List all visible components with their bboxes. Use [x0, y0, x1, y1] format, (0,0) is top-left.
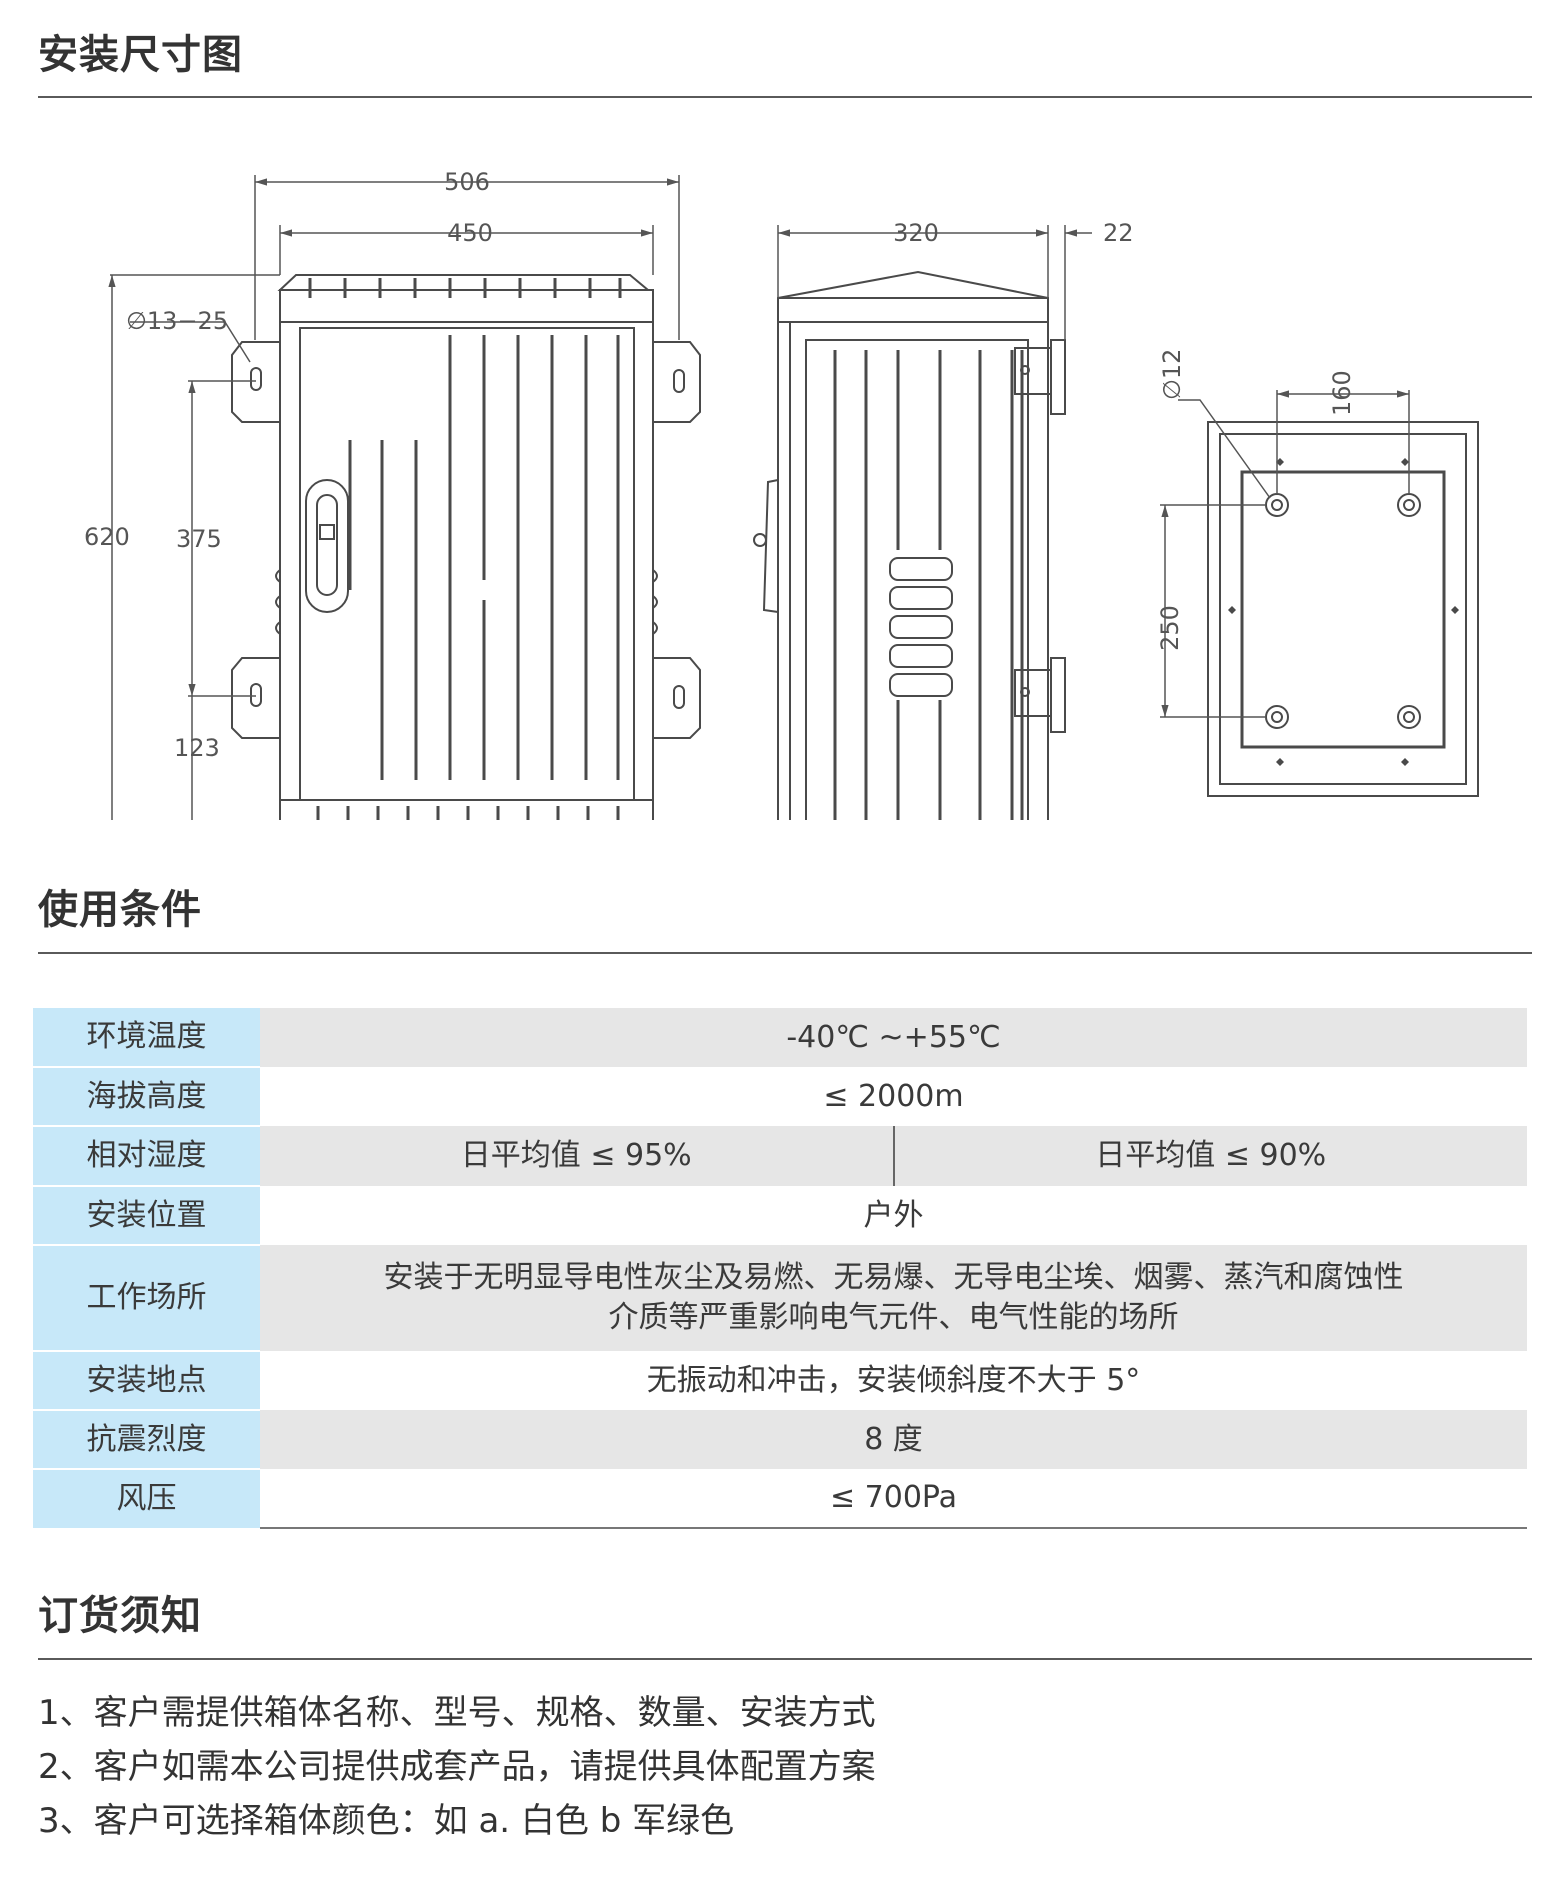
- order-section-title: 订货须知: [38, 1593, 202, 1639]
- dim-depth-320: 320: [893, 219, 939, 247]
- table-row: 风压 ≤ 700Pa: [33, 1469, 1527, 1529]
- drawing-section-title: 安装尺寸图: [38, 32, 243, 78]
- row-value: 无振动和冲击，安装倾斜度不大于 5°: [260, 1351, 1527, 1410]
- row-label: 工作场所: [33, 1245, 260, 1352]
- installation-dimension-drawing: 506 450 620 375 123 ∅13−25 320 22 ∅12 16…: [84, 168, 1479, 820]
- dim-mount-250: 250: [1156, 605, 1184, 651]
- section-divider: [38, 1658, 1532, 1660]
- row-label: 相对湿度: [33, 1126, 260, 1187]
- row-value-right: 日平均值 ≤ 90%: [893, 1126, 1527, 1186]
- table-row: 海拔高度 ≤ 2000m: [33, 1067, 1527, 1127]
- usage-conditions-table: 环境温度 -40℃ ~+55℃ 海拔高度 ≤ 2000m 相对湿度 日平均值 ≤…: [33, 1008, 1527, 1529]
- dim-mount-160: 160: [1328, 370, 1356, 416]
- row-value: -40℃ ~+55℃: [260, 1008, 1527, 1067]
- row-label: 海拔高度: [33, 1067, 260, 1127]
- table-row: 安装地点 无振动和冲击，安装倾斜度不大于 5°: [33, 1351, 1527, 1411]
- section-divider: [38, 952, 1532, 954]
- side-view: [753, 270, 1066, 820]
- mounting-view: [1207, 421, 1479, 797]
- row-value: ≤ 2000m: [260, 1067, 1527, 1126]
- value-line: 安装于无明显导电性灰尘及易燃、无易爆、无导电尘埃、烟雾、蒸汽和腐蚀性: [383, 1260, 1404, 1295]
- row-value-left: 日平均值 ≤ 95%: [260, 1126, 895, 1186]
- row-value: 8 度: [260, 1410, 1527, 1469]
- dim-height-123: 123: [174, 734, 220, 762]
- row-value: 安装于无明显导电性灰尘及易燃、无易爆、无导电尘埃、烟雾、蒸汽和腐蚀性 介质等严重…: [260, 1245, 1527, 1351]
- table-row: 安装位置 户外: [33, 1186, 1527, 1246]
- value-line: 介质等严重影响电气元件、电气性能的场所: [608, 1300, 1179, 1335]
- dim-width-506: 506: [444, 168, 490, 196]
- dim-width-450: 450: [447, 219, 493, 247]
- dim-height-620: 620: [84, 523, 130, 551]
- table-row: 抗震烈度 8 度: [33, 1410, 1527, 1470]
- order-notes-list: 1、客户需提供箱体名称、型号、规格、数量、安装方式 2、客户如需本公司提供成套产…: [38, 1686, 876, 1848]
- row-label: 环境温度: [33, 1008, 260, 1068]
- list-item: 1、客户需提供箱体名称、型号、规格、数量、安装方式: [38, 1693, 876, 1733]
- dim-height-375: 375: [176, 525, 222, 553]
- row-value: 户外: [260, 1186, 1527, 1245]
- row-value: ≤ 700Pa: [260, 1469, 1527, 1529]
- row-label: 风压: [33, 1469, 260, 1528]
- conditions-section-title: 使用条件: [38, 887, 202, 933]
- table-row: 工作场所 安装于无明显导电性灰尘及易燃、无易爆、无导电尘埃、烟雾、蒸汽和腐蚀性 …: [33, 1245, 1527, 1352]
- dim-mount-hole-12: ∅12: [1158, 349, 1186, 400]
- table-row: 环境温度 -40℃ ~+55℃: [33, 1008, 1527, 1068]
- dim-offset-22: 22: [1103, 219, 1134, 247]
- table-row: 相对湿度 日平均值 ≤ 95% 日平均值 ≤ 90%: [33, 1126, 1527, 1187]
- row-label: 安装地点: [33, 1351, 260, 1411]
- row-label: 抗震烈度: [33, 1410, 260, 1470]
- row-label: 安装位置: [33, 1186, 260, 1246]
- front-view: [231, 274, 701, 820]
- list-item: 3、客户可选择箱体颜色：如 a. 白色 b 军绿色: [38, 1801, 735, 1841]
- list-item: 2、客户如需本公司提供成套产品，请提供具体配置方案: [38, 1747, 876, 1787]
- dim-hole-diameter: ∅13−25: [126, 307, 228, 335]
- section-divider: [38, 96, 1532, 98]
